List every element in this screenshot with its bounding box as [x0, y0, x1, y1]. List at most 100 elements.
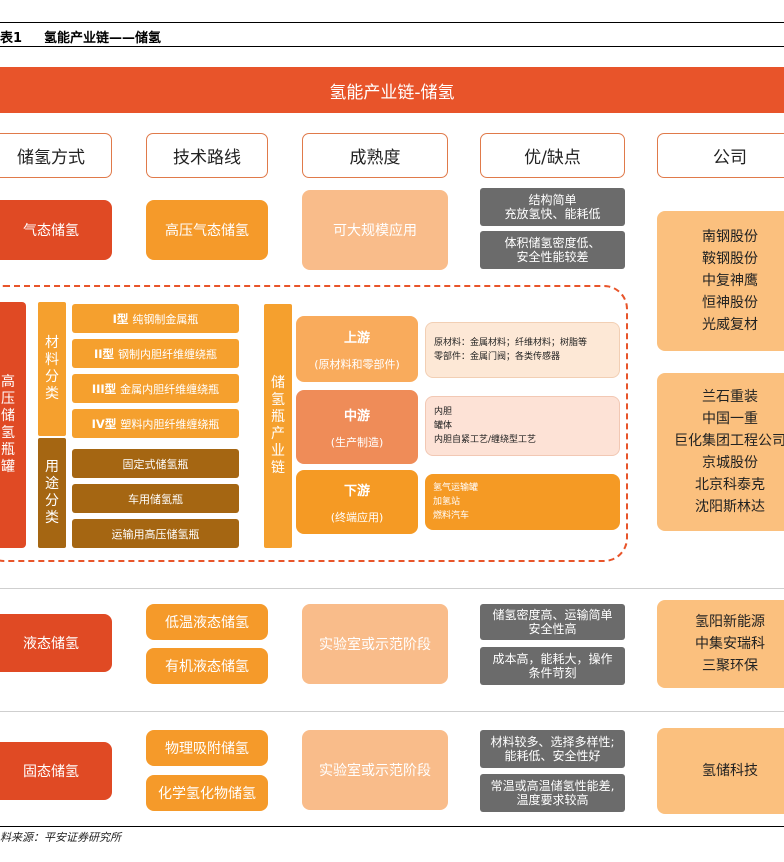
material-type-3: III型金属内胆纤维缠绕瓶: [72, 374, 239, 403]
solid-pros-line: 能耗低、安全性好: [504, 749, 601, 763]
stage-name: 下游: [343, 483, 370, 499]
material-label-char: 分: [45, 369, 59, 385]
midstream-desc: 内胆 罐体 内胆自紧工艺/缠绕型工艺: [425, 396, 620, 456]
stage-desc-line: 燃料汽车: [433, 511, 470, 521]
stage-desc-line: 零部件：金属门阀；各类传感器: [434, 352, 561, 362]
vessel-left-char: 罐: [1, 459, 15, 475]
stage-desc-line: 内胆: [434, 407, 453, 417]
material-type-desc: 金属内胆纤维缠绕瓶: [120, 382, 220, 396]
low-temp-liquid-box: 低温液态储氢: [146, 604, 268, 640]
company-name: 氢阳新能源: [695, 614, 765, 630]
company-name: 中国一重: [702, 411, 758, 427]
vessel-left-char: 高: [1, 374, 15, 390]
gas-pros-line: 充放氢快、能耗低: [504, 207, 601, 221]
gas-companies-a: 南钢股份 鞍钢股份 中复神鹰 恒神股份 光威复材: [657, 211, 784, 351]
vessel-left-char: 压: [1, 391, 15, 407]
vessel-left-char: 氢: [1, 425, 15, 441]
header-tech-route: 技术路线: [146, 133, 268, 178]
liquid-cons-line: 成本高，能耗大，操作: [492, 652, 613, 666]
liquid-cons-box: 成本高，能耗大，操作 条件苛刻: [480, 647, 625, 685]
header-storage-method: 储氢方式: [0, 133, 112, 178]
liquid-cons-line: 条件苛刻: [528, 666, 577, 680]
material-type-code: IV型: [91, 416, 117, 431]
company-name: 鞍钢股份: [702, 251, 758, 267]
chain-label-char: 链: [271, 460, 285, 476]
material-type-code: III型: [91, 381, 117, 396]
gas-storage-box: 气态储氢: [0, 200, 112, 260]
solid-maturity-box: 实验室或示范阶段: [302, 730, 448, 810]
chain-banner: 氢能产业链-储氢: [0, 67, 784, 113]
stage-sub: (终端应用): [330, 510, 384, 524]
chemical-hydride-box: 化学氢化物储氢: [146, 775, 268, 811]
company-name: 巨化集团工程公司: [674, 433, 784, 449]
midstream-stage: 中游 (生产制造): [296, 390, 418, 464]
company-name: 北京科泰克: [695, 477, 765, 493]
company-name: 沈阳斯林达: [695, 499, 765, 515]
stage-desc-line: 氢气运输罐: [433, 483, 479, 493]
source-note: 料来源：平安证券研究所: [0, 831, 121, 844]
use-label-char: 分: [45, 493, 59, 509]
solid-pros-box: 材料较多、选择多样性; 能耗低、安全性好: [480, 730, 625, 768]
company-name: 南钢股份: [702, 229, 758, 245]
material-type-2: II型钢制内胆纤维缠绕瓶: [72, 339, 239, 368]
use-label-char: 途: [45, 476, 59, 492]
upstream-stage: 上游 (原材料和零部件): [296, 316, 418, 382]
chain-label-char: 储: [271, 375, 285, 391]
chain-label-char: 产: [271, 426, 285, 442]
solid-companies: 氢储科技: [657, 728, 784, 814]
caption-title: 氢能产业链——储氢: [44, 31, 162, 46]
use-label-char: 类: [45, 510, 59, 526]
chain-label-char: 氢: [271, 392, 285, 408]
use-label-char: 用: [45, 459, 59, 475]
stage-desc-line: 原材料：金属材料；纤维材料；树脂等: [434, 338, 588, 348]
material-label-char: 类: [45, 386, 59, 402]
company-name: 三聚环保: [702, 658, 758, 674]
material-class-label: 材 料 分 类: [38, 302, 66, 436]
solid-cons-box: 常温或高温储氢性能差, 温度要求较高: [480, 774, 625, 812]
company-name: 光威复材: [702, 317, 758, 333]
liquid-companies: 氢阳新能源 中集安瑞科 三聚环保: [657, 600, 784, 688]
use-class-label: 用 途 分 类: [38, 438, 66, 548]
liquid-storage-box: 液态储氢: [0, 614, 112, 672]
physical-adsorption-box: 物理吸附储氢: [146, 730, 268, 766]
row-separator: [0, 588, 784, 589]
upstream-desc: 原材料：金属材料；纤维材料；树脂等 零部件：金属门阀；各类传感器: [425, 322, 620, 378]
company-name: 京城股份: [702, 455, 758, 471]
material-type-code: I型: [112, 311, 129, 326]
stage-sub: (生产制造): [330, 435, 384, 449]
gas-pros-box: 结构简单 充放氢快、能耗低: [480, 188, 625, 226]
material-label-char: 材: [45, 335, 59, 351]
header-company: 公司: [657, 133, 784, 178]
material-type-desc: 钢制内胆纤维缠绕瓶: [118, 347, 218, 361]
header-maturity: 成熟度: [302, 133, 448, 178]
solid-cons-line: 温度要求较高: [516, 793, 589, 807]
material-type-1: I型纯钢制金属瓶: [72, 304, 239, 333]
gas-maturity-box: 可大规模应用: [302, 190, 448, 270]
vessel-detail-frame: [0, 285, 628, 562]
company-name: 兰石重装: [702, 389, 758, 405]
liquid-maturity-box: 实验室或示范阶段: [302, 604, 448, 684]
stage-sub: (原材料和零部件): [314, 357, 400, 371]
bottom-rule: [0, 826, 784, 827]
vessel-left-label: 高 压 储 氢 瓶 罐: [0, 302, 26, 548]
caption-rule: [0, 46, 784, 47]
solid-pros-line: 材料较多、选择多样性;: [490, 735, 615, 749]
top-rule: [0, 22, 784, 23]
high-pressure-gas-box: 高压气态储氢: [146, 200, 268, 260]
vessel-chain-label: 储 氢 瓶 产 业 链: [264, 304, 292, 548]
organic-liquid-box: 有机液态储氢: [146, 648, 268, 684]
material-label-char: 料: [45, 352, 59, 368]
downstream-desc: 氢气运输罐 加氢站 燃料汽车: [425, 474, 620, 530]
gas-cons-box: 体积储氢密度低、 安全性能较差: [480, 231, 625, 269]
row-separator: [0, 711, 784, 712]
use-type-stationary: 固定式储氢瓶: [72, 449, 239, 478]
solid-storage-box: 固态储氢: [0, 742, 112, 800]
use-type-transport: 运输用高压储氢瓶: [72, 519, 239, 548]
gas-companies-b: 兰石重装 中国一重 巨化集团工程公司 京城股份 北京科泰克 沈阳斯林达: [657, 373, 784, 531]
company-name: 中集安瑞科: [695, 636, 765, 652]
material-type-code: II型: [93, 346, 115, 361]
chain-label-char: 业: [271, 443, 285, 459]
material-type-4: IV型塑料内胆纤维缠绕瓶: [72, 409, 239, 438]
stage-desc-line: 内胆自紧工艺/缠绕型工艺: [434, 435, 537, 445]
